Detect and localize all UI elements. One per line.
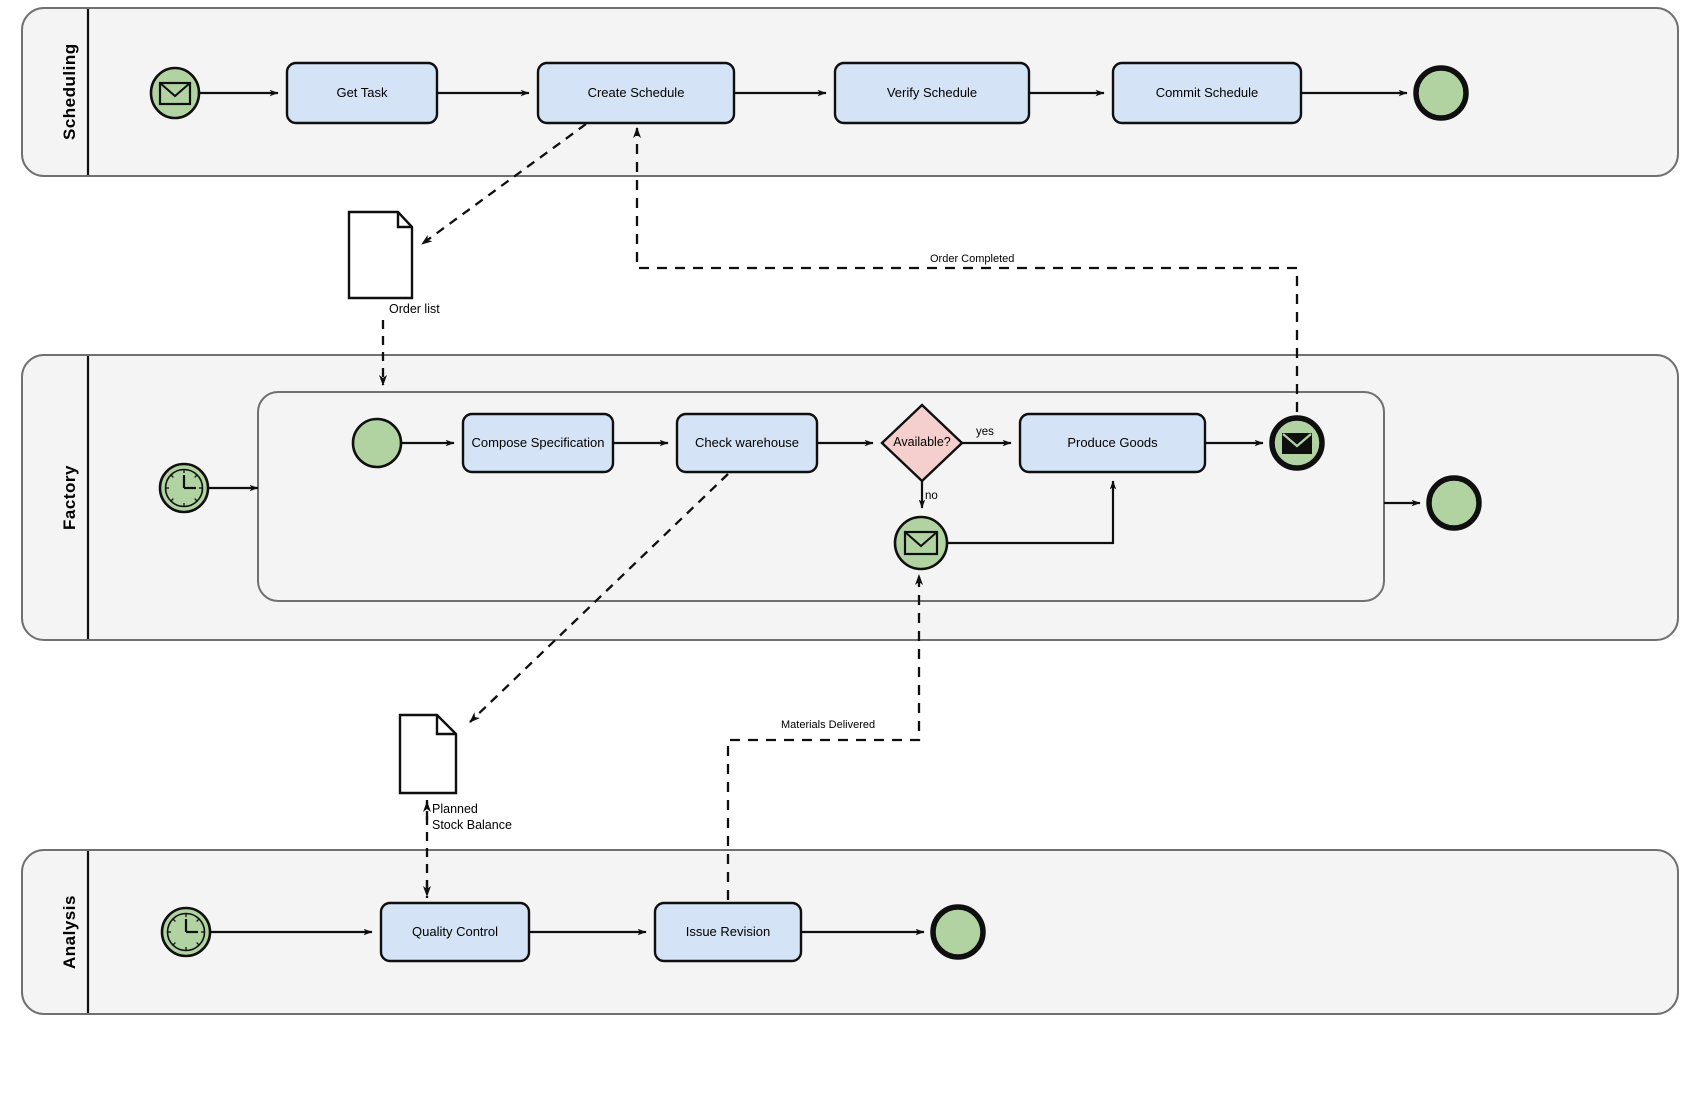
data-object-label-order-list: Order list [389,302,440,316]
lane-title-factory: Factory [60,465,79,530]
task-verify-schedule[interactable] [833,61,1031,125]
message-end-event[interactable] [1269,415,1325,471]
task-quality-control[interactable] [379,901,531,963]
task-commit-schedule[interactable] [1111,61,1303,125]
clock-icon [166,470,202,506]
data-object-order-list[interactable] [347,210,414,300]
message-flow-materials-delivered [726,574,923,900]
task-produce-goods[interactable] [1018,412,1207,474]
subprocess-container [257,391,1385,602]
factory-timer-start-event[interactable] [158,462,210,514]
data-object-planned-stock-balance[interactable] [398,713,458,795]
message-flow-label-materials-delivered: Materials Delivered [781,719,876,731]
planned-stock-balance-line1: Planned [432,802,478,816]
flow-label-no: no [925,490,938,502]
lane-title-analysis: Analysis [60,895,79,969]
envelope-icon [903,530,939,556]
scheduling-end-event[interactable] [1413,65,1469,121]
clock-icon [168,914,204,950]
task-get-task[interactable] [285,61,439,125]
factory-end-event[interactable] [1426,475,1482,531]
sequence-flows-factory [209,439,1421,545]
flow-label-yes: yes [976,426,994,438]
message-flow-label-order-completed: Order Completed [930,253,1015,265]
message-flow-order-completed [633,127,1299,412]
analysis-timer-start-event[interactable] [160,906,212,958]
data-associations [379,123,729,898]
envelope-filled-icon [1282,433,1312,454]
task-issue-revision[interactable] [653,901,803,963]
envelope-icon [158,81,192,106]
task-check-warehouse[interactable] [675,412,819,474]
subprocess-start-event[interactable] [351,417,403,469]
task-compose-specification[interactable] [461,412,615,474]
scheduling-message-start-event[interactable] [149,66,201,120]
analysis-end-event[interactable] [930,904,986,960]
lane-title-scheduling: Scheduling [60,43,79,141]
task-create-schedule[interactable] [536,61,736,125]
intermediate-message-catch-event[interactable] [893,515,949,571]
data-object-label-planned-stock-balance: Planned Stock Balance [432,802,512,833]
planned-stock-balance-line2: Stock Balance [432,817,512,832]
